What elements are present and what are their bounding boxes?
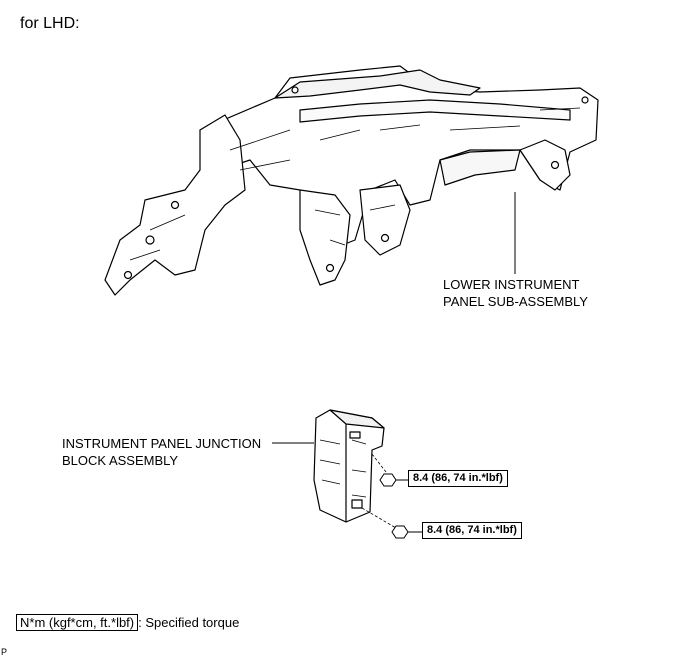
footer-code: P (1, 647, 8, 657)
lower-panel-label: LOWER INSTRUMENT PANEL SUB-ASSEMBLY (443, 276, 588, 310)
torque-spec-lower: 8.4 (86, 74 in.*lbf) (422, 522, 522, 539)
junction-block-label-line1: INSTRUMENT PANEL JUNCTION (62, 436, 262, 451)
legend-unit-box: N*m (kgf*cm, ft.*lbf) (16, 614, 139, 631)
bolt-icon (379, 473, 408, 487)
header-title: for LHD: (20, 15, 80, 32)
lower-panel-label-line1: LOWER INSTRUMENT (443, 277, 580, 292)
bolt-guide-line (361, 507, 397, 529)
instrument-panel-frame-illustration (104, 65, 599, 296)
junction-block-label: INSTRUMENT PANEL JUNCTION BLOCK ASSEMBLY (62, 435, 261, 469)
junction-block-illustration (313, 409, 385, 523)
torque-legend: N*m (kgf*cm, ft.*lbf): Specified torque (16, 614, 239, 631)
torque-spec-upper: 8.4 (86, 74 in.*lbf) (408, 470, 508, 487)
lower-panel-label-line2: PANEL SUB-ASSEMBLY (443, 294, 588, 309)
bolt-guide-line (371, 453, 387, 473)
junction-block-label-line2: BLOCK ASSEMBLY (62, 453, 179, 468)
legend-description: : Specified torque (138, 615, 240, 630)
bolt-icon (391, 525, 422, 539)
